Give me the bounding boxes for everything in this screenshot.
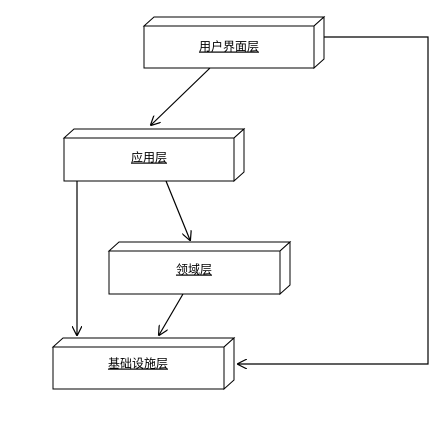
edge-ui-to-application: [151, 67, 211, 125]
node-domain-layer-label: 领域层: [176, 263, 212, 277]
edge-domain-to-infrastructure: [159, 293, 184, 335]
node-infrastructure-layer-top: [51, 337, 236, 348]
node-infrastructure-layer-front: [52, 346, 225, 390]
node-domain-layer-side: [279, 240, 291, 296]
node-application-layer[interactable]: 应用层: [62, 127, 246, 183]
edge-application-to-domain: [165, 180, 190, 240]
node-domain-layer-top: [107, 241, 292, 252]
node-infrastructure-layer-label: 基础设施层: [108, 357, 168, 371]
node-application-layer-side: [233, 127, 245, 183]
node-application-layer-front: [63, 137, 235, 182]
node-ui-layer-top: [142, 16, 326, 27]
node-ui-layer-label: 用户界面层: [199, 39, 259, 54]
node-application-layer-label: 应用层: [131, 150, 167, 165]
node-ui-layer-side: [313, 15, 325, 70]
edge-ui-to-infrastructure: [238, 36, 429, 364]
node-ui-layer[interactable]: 用户界面层: [142, 15, 326, 70]
node-domain-layer-front: [108, 250, 281, 295]
node-application-layer-top: [62, 128, 246, 139]
node-ui-layer-front: [143, 25, 315, 69]
node-infrastructure-layer-side: [223, 336, 235, 391]
node-infrastructure-layer[interactable]: 基础设施层: [51, 336, 236, 391]
node-domain-layer[interactable]: 领域层: [107, 240, 292, 296]
